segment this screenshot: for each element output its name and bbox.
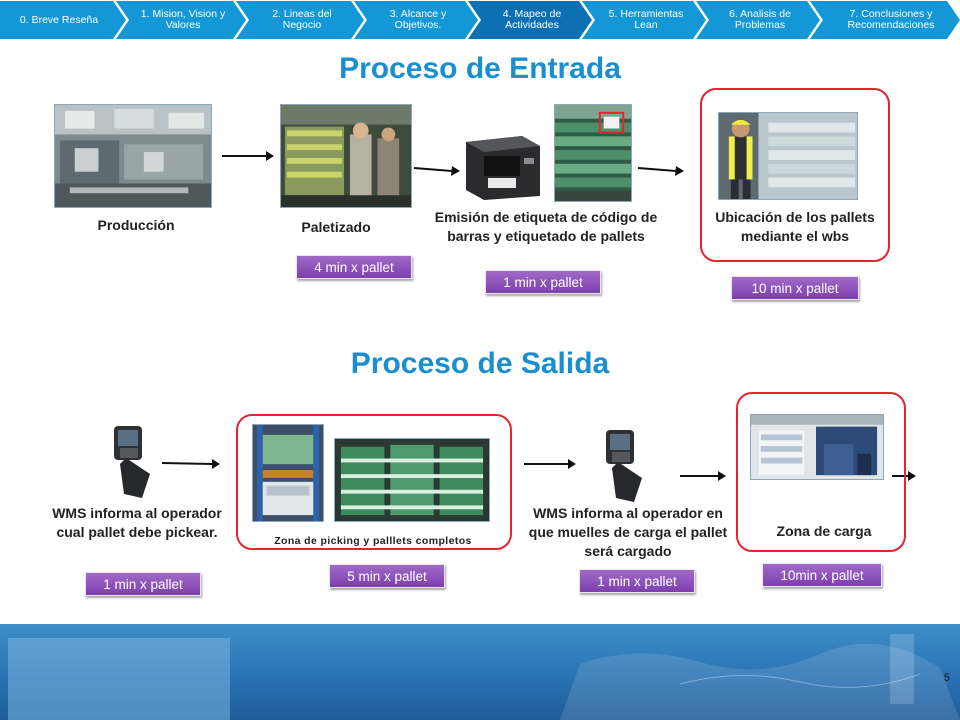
step-wms-pickear-label: WMS informa al operador cual pallet debe… — [52, 505, 222, 540]
full-pallets-photo — [334, 438, 490, 522]
step-zona-picking-label: Zona de picking y palllets completos — [274, 535, 472, 547]
handheld-scanner-photo-1 — [106, 424, 156, 500]
entrada-arrow-1 — [222, 151, 274, 161]
entrada-title: Proceso de Entrada — [339, 52, 621, 85]
time-badge-zona-carga: 10min x pallet — [762, 563, 882, 587]
entrada-arrow-3 — [637, 166, 684, 176]
palletizing-photo — [280, 104, 412, 208]
nav-item-herramientas-lean[interactable]: 5. Herramientas Lean — [582, 1, 706, 39]
salida-title: Proceso de Salida — [350, 347, 610, 380]
nav-item-lineas-negocio[interactable]: 2. Lineas del Negocio — [236, 1, 364, 39]
highlight-frame-zona-carga — [736, 392, 906, 552]
production-line-photo — [54, 104, 212, 208]
footer-banner: 5 — [0, 624, 960, 720]
footer-map-decoration — [560, 634, 960, 720]
highlight-frame-ubicacion — [700, 88, 890, 262]
step-produccion-label: Producción — [97, 217, 175, 233]
page-number: 5 — [943, 672, 950, 684]
nav-item-alcance-objetivos[interactable]: 3. Alcance y Objetivos. — [354, 1, 478, 39]
footer-panel — [8, 638, 230, 720]
loading-zone-photo — [750, 414, 884, 480]
picking-zone-photo — [252, 424, 324, 522]
time-badge-paletizado: 4 min x pallet — [296, 255, 412, 279]
nav-item-mision-vision[interactable]: 1. Mision, Vision y Valores — [116, 1, 246, 39]
label-printer-photo — [462, 132, 544, 200]
step-etiquetado-label: Emisión de etiqueta de código de barras … — [434, 209, 658, 244]
salida-arrow-3 — [680, 471, 726, 481]
labeled-pallet-photo — [554, 104, 632, 202]
nav-item-mapeo-actividades[interactable]: 4. Mapeo de Actividades — [468, 1, 592, 39]
nav-item-analisis-problemas[interactable]: 6. Analisis de Problemas — [696, 1, 820, 39]
salida-arrow-1 — [161, 459, 220, 469]
entrada-arrow-2 — [413, 166, 460, 176]
time-badge-wms-pickear: 1 min x pallet — [85, 572, 201, 596]
pallet-location-photo — [718, 112, 858, 200]
step-paletizado-label: Paletizado — [301, 219, 371, 235]
time-badge-etiquetado: 1 min x pallet — [485, 270, 601, 294]
time-badge-zona-picking: 5 min x pallet — [329, 564, 445, 588]
highlight-frame-zona-picking — [236, 414, 512, 550]
handheld-scanner-photo-2 — [598, 428, 648, 504]
step-wms-muelles-label: WMS informa al operador en que muelles d… — [528, 505, 728, 559]
salida-arrow-2 — [524, 459, 576, 469]
step-ubicacion-label: Ubicación de los pallets mediante el wbs — [715, 209, 875, 244]
time-badge-ubicacion: 10 min x pallet — [731, 276, 859, 300]
time-badge-wms-muelles: 1 min x pallet — [579, 569, 695, 593]
nav-item-breve-resena[interactable]: 0. Breve Reseña — [0, 1, 126, 39]
section-navigation: 0. Breve Reseña 1. Mision, Vision y Valo… — [0, 0, 960, 40]
step-zona-carga-label: Zona de carga — [776, 523, 872, 539]
nav-item-conclusiones[interactable]: 7. Conclusiones y Recomendaciones — [810, 1, 960, 39]
